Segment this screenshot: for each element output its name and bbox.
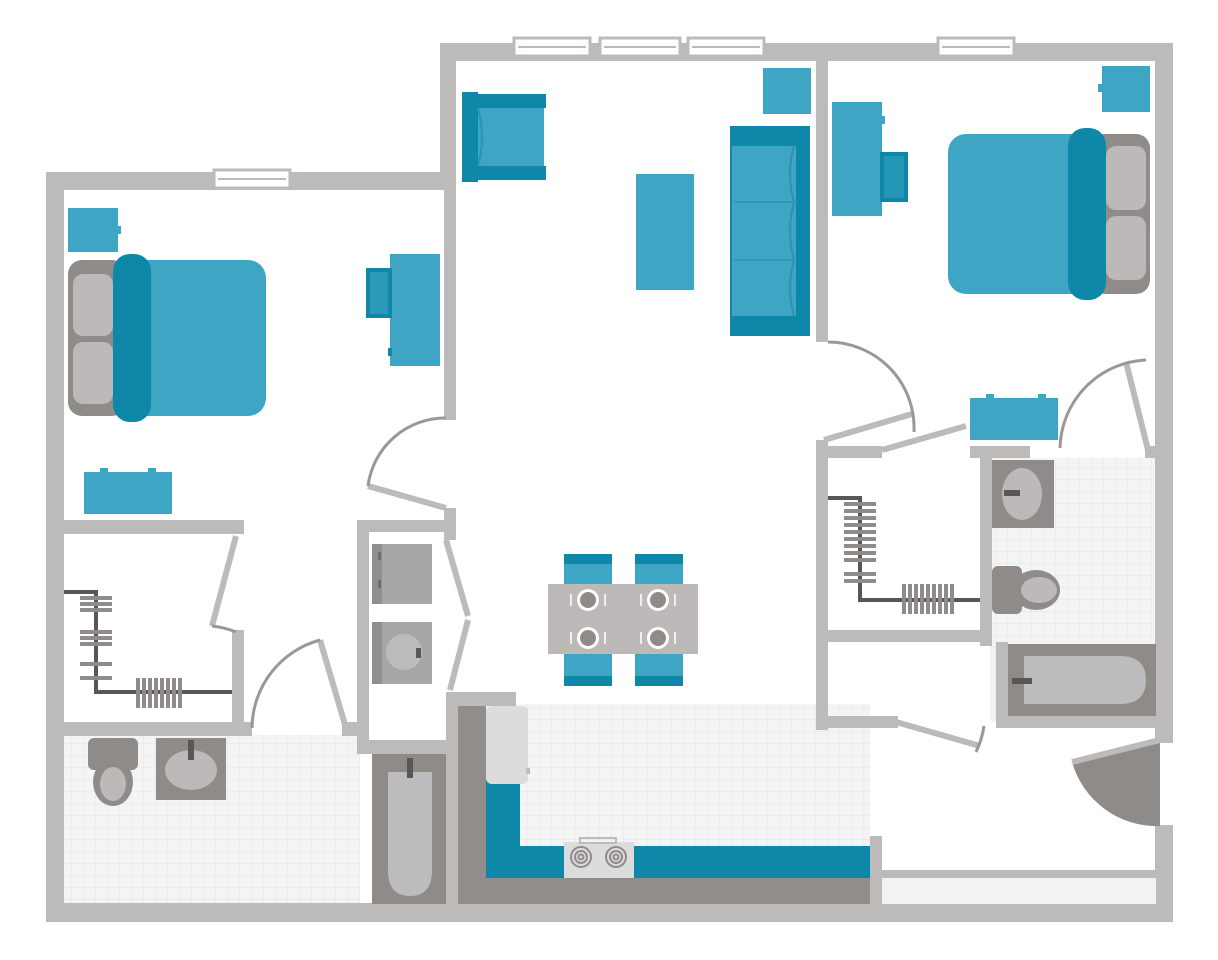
kitchen xyxy=(458,706,870,904)
partition-laundry-top xyxy=(357,520,453,532)
partition-right-storage-bottom xyxy=(816,716,898,728)
entry-door-icon xyxy=(1071,737,1161,827)
partition-right-bath-top xyxy=(970,446,1030,458)
partition-laundry-bottom xyxy=(357,740,453,754)
desk-icon xyxy=(366,254,440,366)
dresser-icon xyxy=(970,394,1058,440)
dining-table-icon xyxy=(548,584,698,654)
partition-right-bath-bottom xyxy=(996,716,1158,728)
window-icon xyxy=(512,36,592,58)
refrigerator-icon xyxy=(486,706,530,784)
wall-step-vertical xyxy=(440,43,456,190)
partition-closet-top xyxy=(62,520,244,534)
window-icon xyxy=(212,168,292,190)
dryer-icon xyxy=(372,544,432,604)
bathtub-icon xyxy=(1008,644,1156,716)
windows xyxy=(212,36,1156,904)
desk-icon xyxy=(832,102,908,216)
coffee-table-icon xyxy=(636,174,694,290)
window-icon xyxy=(686,36,766,58)
outer-wall-left xyxy=(46,172,64,922)
partition-bath-top xyxy=(62,722,252,736)
outer-wall-right-upper xyxy=(1155,43,1173,743)
balcony-window-icon xyxy=(880,870,1156,904)
partition-right-bedroom xyxy=(816,60,828,342)
partition-right-closet-bottom xyxy=(816,630,992,642)
door-icon xyxy=(250,638,349,729)
bathroom-left xyxy=(88,738,446,904)
bed-icon xyxy=(68,254,266,422)
partition-laundry-left xyxy=(357,520,369,752)
place-setting-icon xyxy=(640,627,676,649)
stove-icon xyxy=(564,837,634,878)
bathtub-icon xyxy=(372,754,446,904)
door-icon xyxy=(1058,358,1151,451)
door-icon xyxy=(443,539,471,691)
laundry-closet xyxy=(372,544,432,684)
dresser-icon xyxy=(84,468,172,514)
door-icon xyxy=(366,416,447,511)
left-bedroom-furniture xyxy=(68,208,440,514)
sink-icon xyxy=(156,738,226,800)
place-setting-icon xyxy=(570,589,606,611)
doors xyxy=(209,340,1161,827)
window-icon xyxy=(936,36,1016,58)
partition-kitchen-top xyxy=(446,692,516,706)
partition-right-storage-divider xyxy=(996,642,1008,728)
partition-right-closet-top xyxy=(816,446,882,458)
sink-icon xyxy=(992,460,1054,528)
bed-icon xyxy=(948,128,1150,300)
counter-base xyxy=(458,706,486,904)
nightstand-icon xyxy=(1098,66,1150,112)
sofa-icon xyxy=(730,126,810,336)
partition-right-closet-left xyxy=(816,440,828,730)
door-icon xyxy=(895,719,986,753)
toilet-icon xyxy=(88,738,138,806)
bathroom-right xyxy=(992,460,1156,716)
partition-kitchen-right xyxy=(870,836,882,906)
radiator-left xyxy=(64,590,232,708)
partition-kitchen-left xyxy=(446,692,458,906)
counter-base xyxy=(458,876,870,904)
side-table-icon xyxy=(763,68,811,114)
dining-set xyxy=(548,554,698,686)
nightstand-icon xyxy=(68,208,121,252)
partition-right-closet-divider xyxy=(980,446,992,646)
door-icon xyxy=(881,423,967,453)
chair-icon xyxy=(635,650,683,686)
right-bedroom-furniture xyxy=(832,66,1150,440)
radiator-right xyxy=(828,496,980,614)
chair-icon xyxy=(564,650,612,686)
outer-wall-bottom xyxy=(46,903,1173,922)
place-setting-icon xyxy=(570,627,606,649)
door-icon xyxy=(209,535,239,634)
partition-left-bedroom-upper xyxy=(444,180,456,420)
place-setting-icon xyxy=(640,589,676,611)
window-icon xyxy=(598,36,682,58)
partition-closet-right xyxy=(232,630,244,730)
washer-icon xyxy=(372,622,432,684)
outer-wall-right-lower xyxy=(1155,825,1173,922)
countertop xyxy=(486,846,870,878)
armchair-icon xyxy=(462,92,546,182)
door-icon xyxy=(823,340,916,443)
living-room-furniture xyxy=(462,68,811,336)
toilet-icon xyxy=(992,566,1060,614)
